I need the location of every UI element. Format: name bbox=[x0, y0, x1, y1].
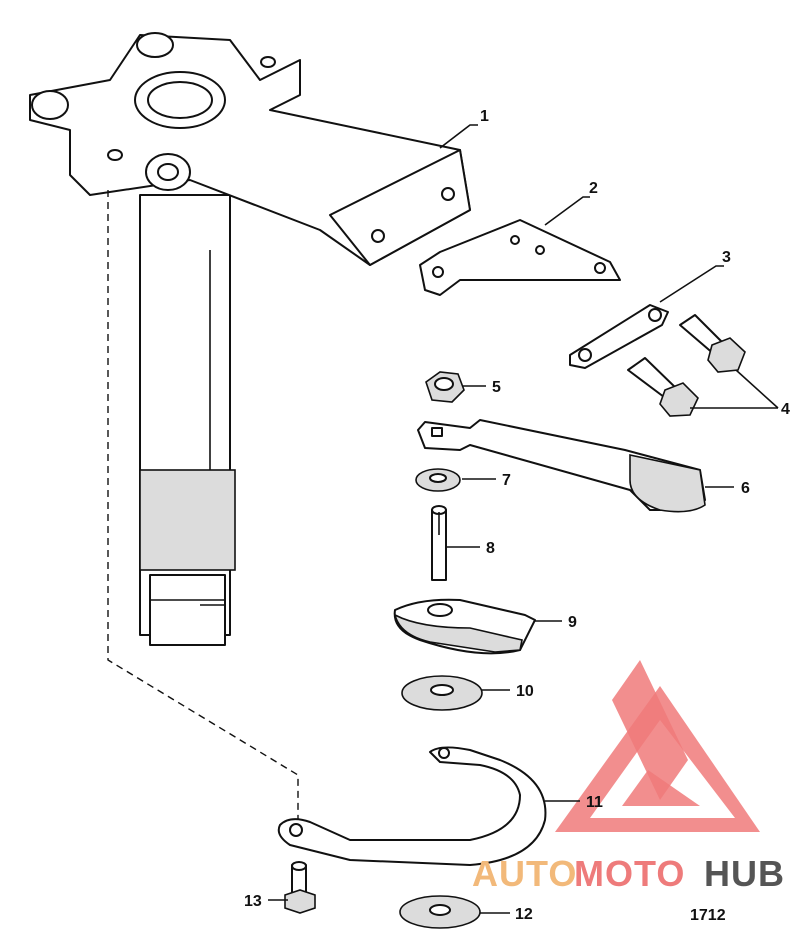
callout-4: 4 bbox=[781, 401, 790, 418]
callout-1: 1 bbox=[480, 108, 489, 125]
part-7-washer bbox=[415, 468, 461, 492]
callout-12: 12 bbox=[515, 906, 533, 923]
watermark-text-moto: MOTO bbox=[574, 853, 685, 894]
callout-labels: 1 2 3 4 5 6 7 8 9 10 11 12 13 bbox=[244, 108, 790, 923]
part-9-cam-plate bbox=[393, 598, 536, 655]
callout-3: 3 bbox=[722, 249, 731, 266]
part-1-steering-tube-arm bbox=[29, 32, 471, 646]
callout-9: 9 bbox=[568, 614, 577, 631]
leader-4a bbox=[735, 369, 779, 409]
part-3-link-strap bbox=[569, 304, 669, 369]
part-11-curved-bracket bbox=[277, 746, 547, 866]
watermark-logo bbox=[555, 660, 760, 832]
callout-13: 13 bbox=[244, 893, 262, 910]
part-5-nut bbox=[425, 371, 465, 403]
figure-number: 1712 bbox=[690, 907, 726, 924]
leader-3 bbox=[659, 265, 724, 303]
callout-8: 8 bbox=[486, 540, 495, 557]
part-13-bolt bbox=[284, 861, 316, 914]
part-8-pin bbox=[431, 505, 447, 581]
part-6-lever bbox=[417, 419, 706, 513]
part-10-washer bbox=[401, 675, 483, 711]
callout-10: 10 bbox=[516, 683, 534, 700]
callout-7: 7 bbox=[502, 472, 511, 489]
callout-6: 6 bbox=[741, 480, 750, 497]
leader-1 bbox=[439, 124, 478, 149]
part-4-bolts bbox=[627, 314, 746, 417]
callout-5: 5 bbox=[492, 379, 501, 396]
watermark-text: AUTO MOTO HUB bbox=[472, 853, 785, 894]
leader-2 bbox=[544, 196, 590, 226]
leader-lines bbox=[268, 124, 779, 914]
part-2-plate bbox=[419, 219, 621, 296]
callout-11: 11 bbox=[586, 794, 603, 811]
alignment-dashed-line bbox=[107, 190, 299, 830]
watermark-text-hub: HUB bbox=[704, 853, 785, 894]
watermark-text-auto: AUTO bbox=[472, 853, 577, 894]
part-12-washer bbox=[399, 895, 481, 929]
callout-2: 2 bbox=[589, 180, 598, 197]
